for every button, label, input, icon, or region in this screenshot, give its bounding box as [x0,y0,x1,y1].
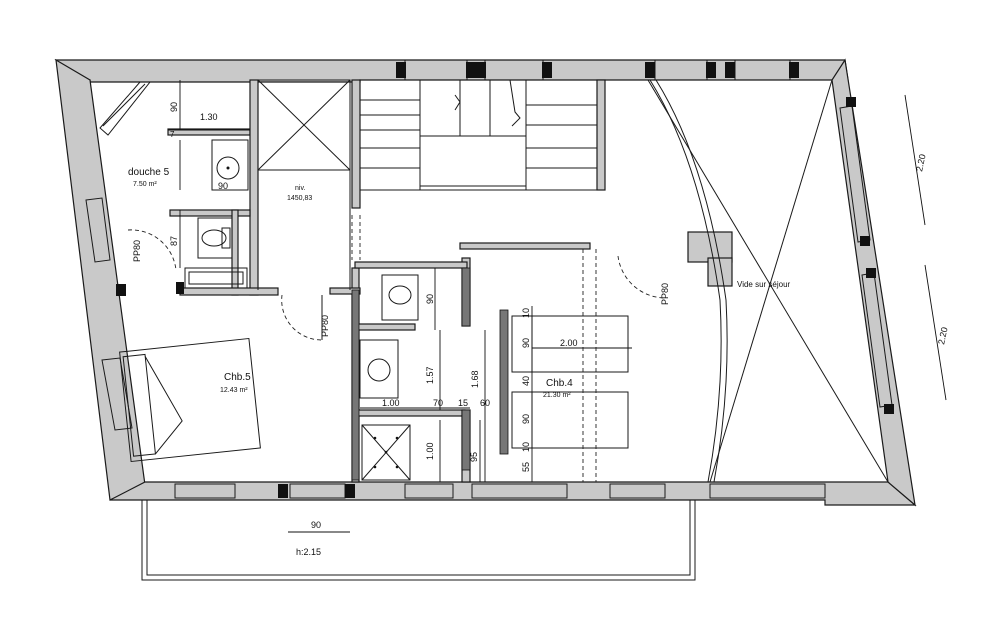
dim-15: 15 [458,398,468,408]
dim-70: 70 [433,398,443,408]
room-labels: douche 5 7.50 m² niv. 1450,83 Chb.5 12.4… [128,167,791,399]
dim-130: 1.30 [200,112,218,122]
dim-90-bed-b: 90 [521,414,531,424]
toilet-icon-2 [381,274,419,321]
sink-icon-2 [359,339,399,399]
windows [85,59,894,499]
door-swing-chb5 [281,294,323,341]
dim-95: 95 [469,452,479,462]
wall-bath2-h [354,409,466,417]
staircase [351,79,598,260]
void-area [647,79,889,483]
room-name-chb5: Chb.5 [224,372,251,383]
dim-90-sink: 90 [218,181,228,191]
dim-10-b: 10 [521,442,531,452]
wall-bottom [109,481,917,506]
dim-157: 1.57 [425,366,435,384]
dim-90-balcony: 90 [311,520,321,530]
window-left-1 [85,197,111,263]
dim-220-a: 2.20 [914,153,927,172]
wall-corridor-h [329,287,361,295]
dim-168: 1.68 [470,370,480,388]
toilet-icon [197,217,233,259]
room-area-chb4: 21.30 m² [543,392,571,399]
window-left-2 [101,357,133,431]
wall-bath-bottom [179,287,279,296]
door-label-chb5: PP80 [320,315,330,337]
window-bottom-6 [709,483,826,499]
wall-chb4-top2 [459,242,591,250]
wall-right [831,58,916,507]
dim-90-bed-a: 90 [521,338,531,348]
door-label-douche5: PP80 [132,240,142,262]
walls [54,58,917,507]
room-name-douche5: douche 5 [128,167,170,178]
corner-shower [99,81,152,136]
window-bottom-4 [471,483,568,499]
dim-200: 2.00 [560,338,578,348]
wall-chb4-top [354,261,468,269]
wall-wc-top [169,209,251,217]
door-labels: PP80 PP80 PP80 [132,240,670,337]
dim-10-a: 10 [521,308,531,318]
room-name-chb4: Chb.4 [546,378,573,389]
balcony [141,500,696,581]
wall-shaft-left [249,79,259,296]
dim-40: 40 [521,376,531,386]
dimension-lines [168,80,947,533]
wall-wc-mid [231,209,239,296]
doors [127,229,667,482]
wall-stair-right [596,79,606,191]
window-bottom-5 [609,483,666,499]
fixtures [99,81,629,481]
dim-90-top: 90 [169,102,179,112]
dim-220-b: 2.20 [936,326,949,345]
door-label-chb4: PP80 [660,283,670,305]
door-swing-douche5 [127,229,177,271]
dim-87: 87 [169,236,179,246]
wall-wc2-h [354,323,416,331]
door-swing-chb4 [617,255,667,299]
void-label: Vide sur séjour [737,280,791,289]
room-area-douche5: 7.50 m² [133,181,157,188]
shower-tray [361,424,411,481]
double-bed-chb5 [119,337,261,463]
bathtub-icon [184,267,248,289]
shaft [257,79,351,290]
sink-icon [211,139,249,191]
stair-level-label: niv. [295,185,305,192]
dim-90-wc: 90 [425,294,435,304]
dim-60: 60 [480,398,490,408]
dim-100-v: 1.00 [425,442,435,460]
chimney-block-a [687,231,733,263]
wall-stair-left [351,79,361,209]
dimension-labels: 90 1.30 7 90 87 90 1.57 1.68 1.00 70 15 … [169,102,950,557]
window-bottom-1 [174,483,236,499]
dim-7: 7 [170,130,175,139]
window-bottom-3 [404,483,454,499]
room-area-chb5: 12.43 m² [220,387,248,394]
stair-level-value: 1450,83 [287,195,312,202]
dim-h-balcony: h:2.15 [296,547,321,557]
dim-100-h: 1.00 [382,398,400,408]
dim-55: 55 [521,462,531,472]
